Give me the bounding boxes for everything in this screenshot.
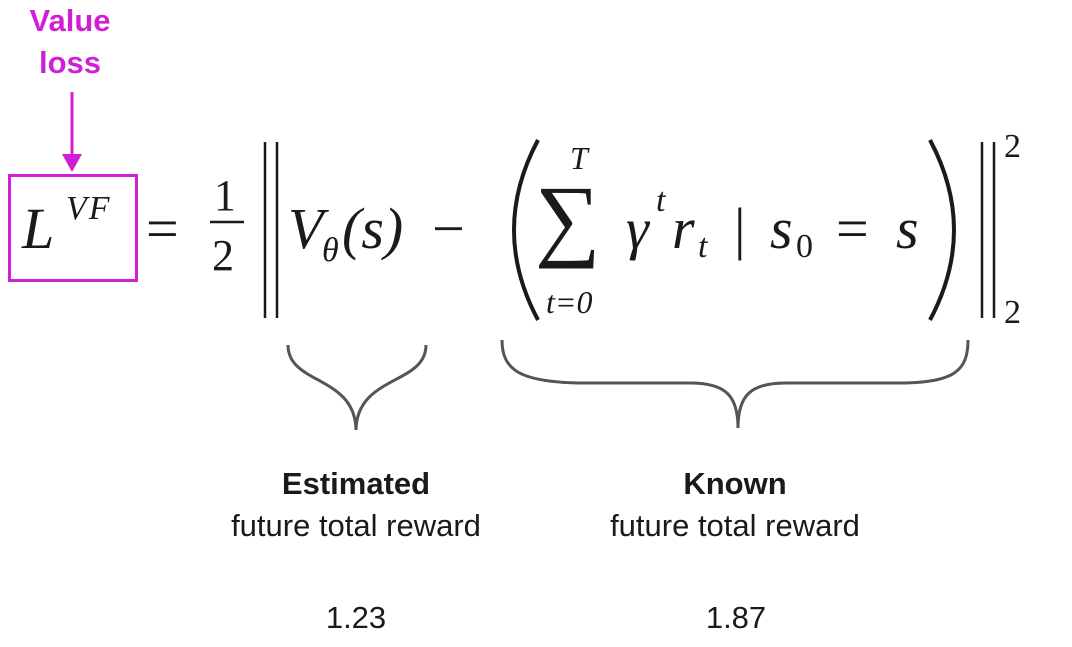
- value-loss-label: Value loss: [10, 0, 130, 84]
- s-final: s: [896, 196, 919, 261]
- r-symbol: r: [672, 196, 695, 261]
- known-subtitle: future total reward: [610, 508, 860, 543]
- v-subscript-theta: θ: [322, 232, 339, 269]
- half-numerator: 1: [214, 171, 236, 220]
- known-value: 1.87: [705, 600, 767, 635]
- value-loss-label-line1: Value: [29, 3, 111, 38]
- callout-arrow: [62, 92, 82, 172]
- equals-sign-2: =: [836, 196, 869, 261]
- sum-lower-limit: t=0: [546, 284, 593, 320]
- condition-bar: |: [734, 196, 746, 261]
- gamma-superscript: t: [656, 182, 666, 219]
- value-loss-box: [8, 174, 138, 282]
- known-title: Known: [683, 466, 787, 501]
- estimated-value: 1.23: [325, 600, 387, 635]
- gamma-symbol: γ: [626, 196, 649, 261]
- right-parenthesis: [928, 139, 956, 321]
- v-argument: (s): [342, 196, 404, 261]
- sum-symbol: ∑: [535, 167, 601, 269]
- estimated-title: Estimated: [281, 466, 431, 501]
- estimated-subtitle: future total reward: [231, 508, 481, 543]
- sum-upper-limit: T: [570, 140, 588, 176]
- equals-sign: =: [146, 196, 179, 261]
- value-loss-label-line2: loss: [38, 45, 102, 80]
- norm-superscript: 2: [1004, 128, 1021, 165]
- lhs-superscript: VF: [66, 190, 112, 227]
- s0-symbol: s: [770, 196, 793, 261]
- minus-sign: −: [432, 196, 465, 261]
- norm-subscript: 2: [1004, 294, 1021, 331]
- v-symbol: V: [288, 196, 324, 261]
- left-parenthesis: [512, 139, 540, 321]
- r-subscript: t: [698, 228, 708, 265]
- underbrace-known: [500, 339, 970, 429]
- half-denominator: 2: [212, 231, 234, 280]
- s0-subscript: 0: [796, 228, 813, 265]
- norm-right-bars: [980, 142, 996, 318]
- norm-left-bars: [263, 142, 279, 318]
- lhs-L: L: [22, 196, 55, 261]
- underbrace-estimated: [286, 344, 428, 431]
